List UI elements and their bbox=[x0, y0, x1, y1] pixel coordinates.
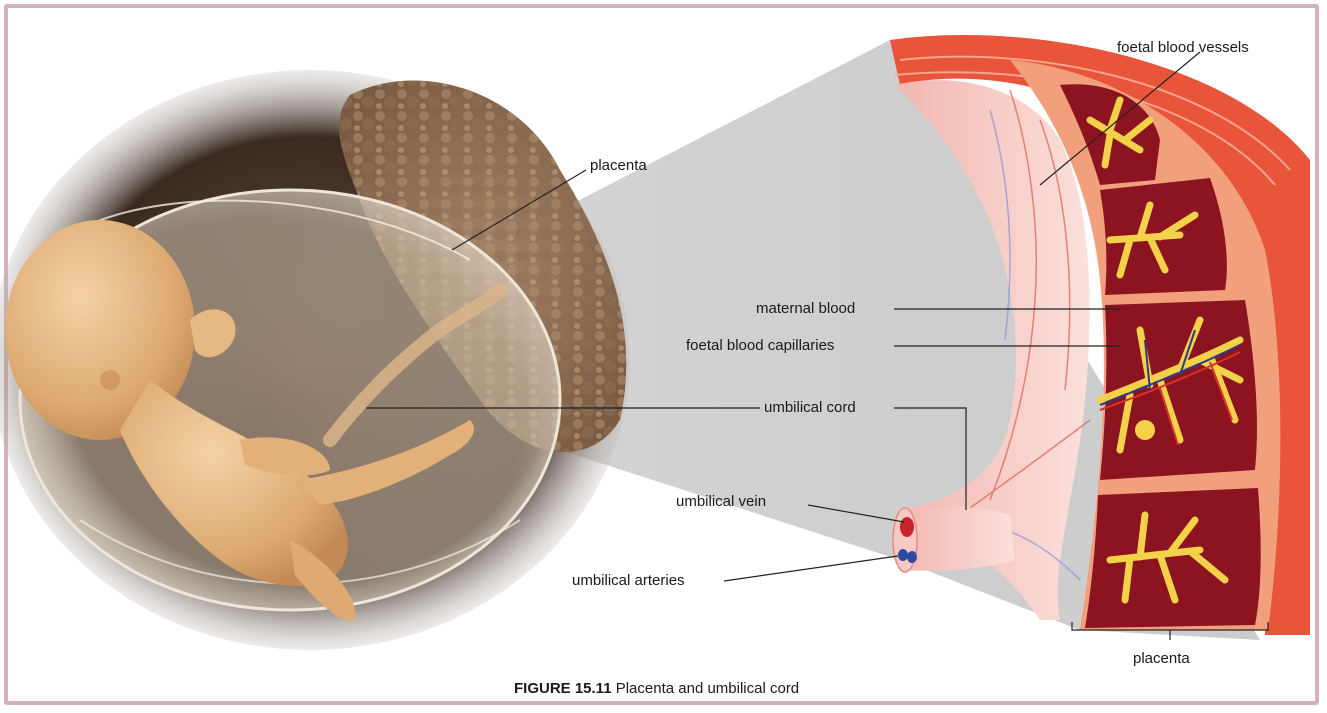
umbilical-vein-section bbox=[900, 517, 914, 537]
label-placenta-diagram: placenta bbox=[1133, 651, 1190, 666]
label-foetal-blood-vessels: foetal blood vessels bbox=[1117, 40, 1249, 55]
label-maternal-blood: maternal blood bbox=[756, 301, 855, 316]
label-umbilical-vein: umbilical vein bbox=[676, 494, 766, 509]
figure-number: FIGURE 15.11 bbox=[514, 680, 612, 697]
embryo-photo bbox=[0, 70, 630, 650]
umbilical-artery-section-2 bbox=[907, 551, 917, 563]
label-foetal-blood-capillaries: foetal blood capillaries bbox=[686, 338, 834, 353]
figure-caption-text: Placenta and umbilical cord bbox=[616, 680, 799, 697]
figure-caption: FIGURE 15.11 Placenta and umbilical cord bbox=[514, 680, 799, 697]
label-umbilical-arteries: umbilical arteries bbox=[572, 573, 685, 588]
leader-umbilical-arteries bbox=[724, 556, 898, 581]
umbilical-artery-section-1 bbox=[898, 549, 908, 561]
label-umbilical-cord: umbilical cord bbox=[764, 400, 856, 415]
label-placenta-photo: placenta bbox=[590, 158, 647, 173]
